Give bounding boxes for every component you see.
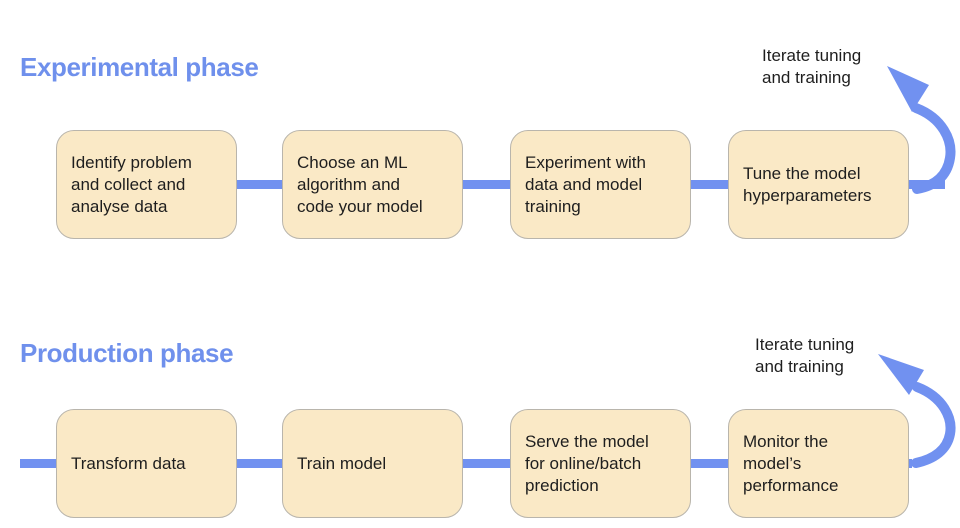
- step-box-monitor-performance: Monitor the model’s performance: [728, 409, 909, 518]
- phase-title-experimental: Experimental phase: [20, 52, 259, 82]
- step-label: Transform data: [71, 453, 186, 473]
- arrowhead-icon: [887, 66, 929, 112]
- loop-label-experimental: Iterate tuning and training: [762, 46, 862, 87]
- step-box-experiment: Experiment with data and model training: [510, 130, 691, 239]
- step-label: Monitor the model’s performance: [743, 431, 839, 495]
- step-label: Tune the model hyperparameters: [743, 163, 872, 205]
- step-box-transform-data: Transform data: [56, 409, 237, 518]
- step-box-train-model: Train model: [282, 409, 463, 518]
- phase-title-production: Production phase: [20, 338, 234, 368]
- production-connector-line: [20, 459, 912, 468]
- arrowhead-icon: [878, 354, 924, 395]
- step-label: Choose an ML algorithm and code your mod…: [297, 152, 423, 216]
- step-label: Identify problem and collect and analyse…: [71, 152, 192, 216]
- loop-label-production: Iterate tuning and training: [755, 335, 855, 376]
- step-label: Serve the model for online/batch predict…: [525, 431, 649, 495]
- iterate-arrow-experimental: [887, 66, 956, 194]
- step-box-serve-model: Serve the model for online/batch predict…: [510, 409, 691, 518]
- step-label: Train model: [297, 453, 387, 473]
- step-label: Experiment with data and model training: [525, 152, 646, 216]
- iterate-arrow-production: [878, 354, 956, 468]
- step-box-choose-algorithm: Choose an ML algorithm and code your mod…: [282, 130, 463, 239]
- step-box-tune-hyperparameters: Tune the model hyperparameters: [728, 130, 909, 239]
- step-box-identify-problem: Identify problem and collect and analyse…: [56, 130, 237, 239]
